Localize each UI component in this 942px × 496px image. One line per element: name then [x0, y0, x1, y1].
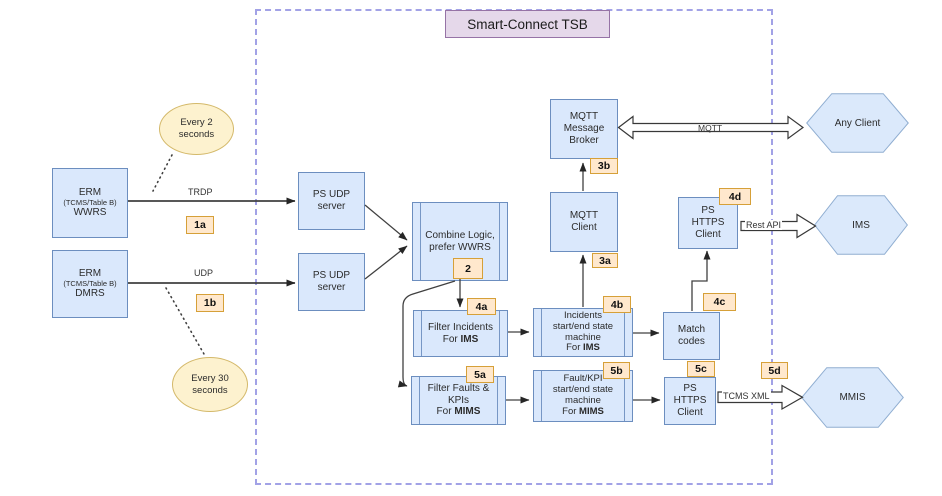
node-mqtt-broker-line1: MQTT	[569, 111, 599, 123]
dotted-every2-link	[152, 154, 173, 192]
node-incidents-sm-line4: For IMS	[566, 342, 600, 354]
node-ps-udp-1-line1: PS UDP	[312, 189, 351, 201]
edge-label-trdp: TRDP	[187, 187, 214, 197]
node-mqtt-message-broker: MQTT Message Broker	[550, 99, 618, 159]
node-mqtt-client-line2: Client	[571, 222, 597, 233]
node-erm-wwrs-line2: (TCMS/Table B)	[63, 197, 117, 207]
edge-label-mqtt: MQTT	[698, 123, 723, 133]
timer-every2-line1: Every 2	[180, 117, 213, 129]
badge-4d: 4d	[719, 188, 751, 205]
node-faultkpi-sm-line1: Fault/KPI	[563, 373, 603, 385]
node-mqtt-client-line1: MQTT	[569, 210, 599, 222]
badge-2: 2	[453, 258, 483, 279]
node-erm-dmrs-line1: ERM	[78, 267, 102, 279]
node-filter-faults: Filter Faults & KPIs For MIMS	[411, 376, 506, 425]
hex-mmis: MMIS	[801, 367, 904, 428]
hex-mmis-label: MMIS	[839, 392, 866, 403]
node-erm-dmrs-line3: DMRS	[75, 288, 105, 300]
node-mqtt-broker-line3: Broker	[569, 134, 599, 146]
node-filter-incidents-line2: For IMS	[443, 334, 479, 346]
timer-every30-line1: Every 30	[191, 372, 229, 384]
node-ps-udp-2-line1: PS UDP	[312, 270, 351, 282]
timer-every30-line2: seconds	[192, 384, 228, 396]
badge-5d: 5d	[761, 362, 788, 379]
node-incidents-sm-line2: start/end state	[552, 320, 614, 332]
node-match-codes-line1: Match	[677, 324, 706, 336]
node-ps-https-mims-line3: Client	[677, 406, 703, 418]
hex-any-client: Any Client	[806, 93, 909, 153]
badge-4a: 4a	[467, 298, 496, 315]
node-faultkpi-sm-line2: start/end state	[552, 384, 614, 396]
badge-4b: 4b	[603, 296, 631, 313]
hex-ims: IMS	[814, 195, 908, 255]
node-ps-udp-2-line2: server	[317, 282, 346, 293]
node-erm-dmrs-line2: (TCMS/Table B)	[63, 278, 117, 288]
node-ps-https-client-ims: PS HTTPS Client	[678, 197, 738, 249]
badge-5b: 5b	[603, 362, 630, 379]
badge-5c: 5c	[687, 361, 715, 377]
node-erm-wwrs-line1: ERM	[78, 186, 102, 198]
node-ps-udp-server-2: PS UDP server	[298, 253, 365, 311]
node-ps-https-ims-line3: Client	[695, 228, 721, 240]
node-incidents-sm-line1: Incidents	[563, 309, 603, 321]
hex-any-client-label: Any Client	[834, 117, 881, 129]
node-ps-https-client-mims: PS HTTPS Client	[664, 377, 716, 425]
node-incidents-sm-line3: machine	[565, 331, 601, 343]
node-ps-https-ims-line2: HTTPS	[691, 217, 725, 229]
badge-3a: 3a	[592, 253, 618, 268]
node-mqtt-client: MQTT Client	[550, 192, 618, 252]
node-match-codes-line2: codes	[678, 336, 705, 347]
node-erm-wwrs-line3: WWRS	[73, 207, 107, 219]
node-ps-udp-server-1: PS UDP server	[298, 172, 365, 230]
node-filter-faults-line2: KPIs	[447, 394, 470, 406]
diagram-title-text: Smart-Connect TSB	[467, 16, 588, 32]
node-combine-line2: prefer WWRS	[429, 241, 491, 253]
node-erm-wwrs: ERM (TCMS/Table B) WWRS	[52, 168, 128, 238]
edge-label-tcms-xml: TCMS XML	[722, 391, 771, 401]
badge-3b: 3b	[590, 158, 618, 174]
node-match-codes: Match codes	[663, 312, 720, 360]
timer-every-30-seconds: Every 30 seconds	[172, 357, 248, 412]
node-filter-faults-line3-bold: MIMS	[454, 406, 481, 418]
node-filter-faults-line3-prefix: For	[436, 406, 455, 418]
badge-5a: 5a	[466, 366, 494, 383]
node-filter-incidents-line2-bold: IMS	[460, 333, 479, 345]
badge-1b: 1b	[196, 294, 224, 312]
hex-ims-label: IMS	[852, 219, 870, 231]
timer-every2-line2: seconds	[178, 129, 215, 140]
node-combine-line1: Combine Logic,	[425, 229, 495, 241]
badge-1a: 1a	[186, 216, 214, 234]
node-erm-dmrs: ERM (TCMS/Table B) DMRS	[52, 250, 128, 318]
node-faultkpi-sm-line3: machine	[565, 395, 601, 406]
node-faultkpi-sm-line4-bold: MIMS	[579, 405, 604, 417]
node-ps-udp-1-line2: server	[317, 201, 346, 212]
node-faultkpi-sm-line4: For MIMS	[562, 405, 604, 418]
node-incidents-state-machine: Incidents start/end state machine For IM…	[533, 308, 633, 357]
diagram-title: Smart-Connect TSB	[445, 10, 610, 38]
node-filter-faults-line1: Filter Faults &	[427, 382, 490, 394]
node-ps-https-mims-line2: HTTPS	[673, 395, 707, 407]
node-incidents-sm-line4-bold: IMS	[583, 342, 600, 354]
edge-label-rest-api: Rest API	[745, 220, 783, 230]
badge-4c: 4c	[703, 293, 736, 311]
node-filter-faults-line3: For MIMS	[437, 406, 481, 418]
hex-any-client-shape	[806, 93, 909, 153]
node-ps-https-ims-line1: PS	[701, 205, 715, 217]
node-ps-https-mims-line1: PS	[683, 383, 697, 395]
edge-label-udp: UDP	[193, 268, 215, 278]
node-filter-incidents: Filter Incidents For IMS	[413, 310, 508, 357]
node-faultkpi-sm-line4-prefix: For	[562, 405, 580, 417]
node-incidents-sm-line4-prefix: For	[566, 342, 583, 354]
node-filter-incidents-line2-prefix: For	[442, 333, 461, 345]
node-filter-incidents-line1: Filter Incidents	[427, 321, 494, 333]
timer-every-2-seconds: Every 2 seconds	[159, 103, 234, 155]
node-mqtt-broker-line2: Message	[563, 123, 605, 135]
